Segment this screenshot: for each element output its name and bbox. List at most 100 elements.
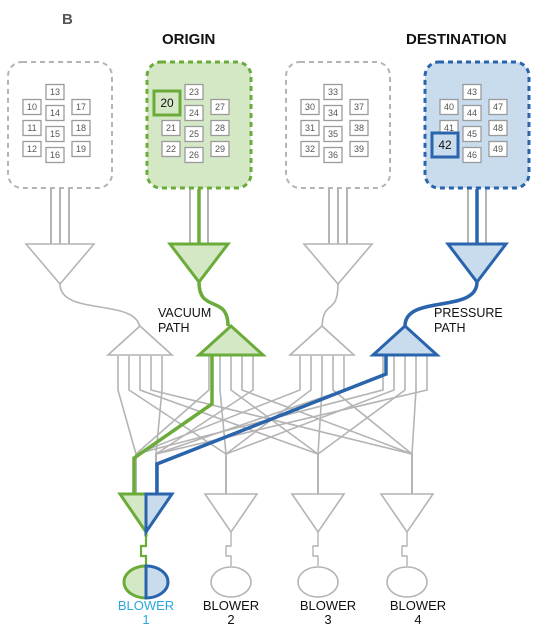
cell-number: 36 [328, 150, 338, 160]
cell-box [323, 104, 343, 122]
pressure-path-label: PRESSURE [434, 306, 503, 320]
cell-box [45, 104, 65, 122]
manifold-link [135, 356, 210, 494]
manifold-link [230, 356, 319, 494]
blower-3 [297, 566, 339, 598]
blower-1-name: BLOWER [118, 598, 174, 613]
manifold-3 [287, 324, 357, 356]
curve-3 [321, 283, 339, 331]
cell-number: 25 [189, 129, 199, 139]
cell-number: 12 [27, 144, 37, 154]
cell-number: 28 [215, 123, 225, 133]
cell-number: 30 [305, 102, 315, 112]
cell-box [45, 83, 65, 101]
manifold-link [219, 356, 227, 494]
cell-number: 18 [76, 123, 86, 133]
cell-box [71, 140, 91, 158]
cell-box [22, 140, 42, 158]
vacuum-route [132, 356, 214, 494]
funnel-3 [302, 243, 374, 286]
blower-funnel-2 [203, 493, 259, 534]
cell-box [323, 146, 343, 164]
valve-stub [225, 532, 232, 566]
panel-label: B [62, 11, 73, 28]
vacuum-path-label-line2: PATH [158, 321, 189, 335]
cell-box [300, 140, 320, 158]
blower-4-label: BLOWER 4 [390, 598, 446, 627]
cell-number: 45 [467, 129, 477, 139]
cell-number: 16 [50, 150, 60, 160]
manifold-link [411, 356, 417, 494]
manifold-link [225, 356, 395, 494]
blower-1-right [144, 564, 170, 600]
cell-box [349, 119, 369, 137]
cell-number: 26 [189, 150, 199, 160]
cell-number: 27 [215, 102, 225, 112]
cell-number: 14 [50, 108, 60, 118]
cell-box [488, 140, 508, 158]
cell-box [22, 119, 42, 137]
cell-number: 33 [328, 87, 338, 97]
manifold-2 [195, 323, 267, 357]
blower-funnel-pressure-half [144, 492, 175, 537]
cell-number: 11 [27, 123, 36, 133]
cell-box [300, 119, 320, 137]
valve-stub [312, 532, 319, 566]
destination-header: DESTINATION [406, 31, 507, 48]
cell-number: 46 [467, 150, 477, 160]
cell-box [488, 119, 508, 137]
vacuum-path-label: VACUUM [158, 306, 211, 320]
cell-box [184, 83, 204, 101]
cell-number: 19 [76, 144, 86, 154]
cell-box [161, 140, 181, 158]
cell-number: 20 [160, 96, 174, 110]
cell-box [300, 98, 320, 116]
cell-box [349, 98, 369, 116]
cell-number: 21 [166, 123, 176, 133]
cell-number: 13 [50, 87, 60, 97]
cell-box [210, 119, 230, 137]
cell-box [462, 104, 482, 122]
curve-4 [403, 281, 479, 327]
blower-2-name: BLOWER [203, 598, 259, 613]
blower-1-left [122, 564, 148, 600]
cell-number: 35 [328, 129, 338, 139]
blower-1-number: 1 [142, 612, 149, 627]
cell-number: 29 [215, 144, 225, 154]
blower-2 [210, 566, 252, 598]
origin-header: ORIGIN [162, 31, 215, 48]
cell-number: 47 [493, 102, 503, 112]
cell-number: 42 [438, 138, 452, 152]
cell-number: 49 [493, 144, 503, 154]
cell-number: 39 [354, 144, 364, 154]
cell-number: 31 [305, 123, 315, 133]
cell-box [184, 104, 204, 122]
cell-box [430, 131, 460, 159]
cell-number: 23 [189, 87, 199, 97]
cell-box [210, 140, 230, 158]
manifold-4 [369, 323, 441, 357]
cell-number: 34 [328, 108, 338, 118]
cell-box [22, 98, 42, 116]
cell-box [45, 125, 65, 143]
cell-box [152, 89, 182, 117]
cell-number: 41 [444, 123, 454, 133]
cell-number: 32 [305, 144, 315, 154]
curve-1 [59, 283, 141, 331]
blower-3-number: 3 [324, 612, 331, 627]
connection-lines [50, 189, 487, 566]
blower-2-number: 2 [227, 612, 234, 627]
blower-funnel-4 [379, 493, 435, 534]
cell-box [45, 146, 65, 164]
cell-box [349, 140, 369, 158]
blower-4 [386, 566, 428, 598]
cell-box [462, 125, 482, 143]
cell-box [462, 83, 482, 101]
manifold-link [317, 356, 406, 494]
blower-1-label: BLOWER 1 [118, 598, 174, 627]
cell-number: 48 [493, 123, 503, 133]
cell-number: 44 [467, 108, 477, 118]
